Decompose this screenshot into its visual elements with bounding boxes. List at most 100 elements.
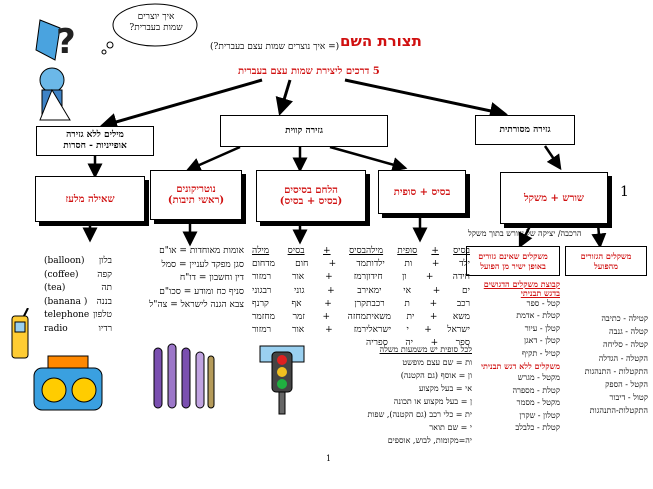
loan-box: שאילה מלעז: [35, 176, 145, 222]
suffix-meanings: לכל סופית יש משמעות משלה ות = שם עצם מופ…: [348, 343, 473, 447]
blend-box: הלחם בסיסים (בסיס + בסיס): [256, 170, 366, 222]
blend-cell: חום: [295, 259, 309, 270]
nonverbal-pattern: קטלת - אדמת: [516, 311, 560, 321]
blend-cell: רמזור: [252, 325, 272, 336]
suffix-cell: ית: [406, 312, 415, 323]
suffix-cell: ים: [462, 285, 470, 296]
thought-line-2: שמות בעברית?: [129, 23, 183, 33]
blend-cell: זמר: [292, 312, 305, 323]
verbal-pattern-list: קטילה - כתיבה קטלה - גנבה קטלה - סליחה ה…: [566, 312, 648, 418]
notarikon-line-1: נוטריקונים: [176, 184, 216, 195]
verbal-pattern: קטלה - סליחה: [603, 340, 648, 350]
suffix-cell: ישראל: [447, 325, 470, 336]
suffix-cell: חידה: [452, 272, 470, 283]
suffix-cell: ילד: [459, 259, 470, 270]
nonverbal-pattern: קטלת - מספרה: [512, 385, 560, 395]
phone-radio-illustration: [11, 308, 103, 411]
suffix-cell: ישראלי: [366, 325, 392, 336]
blend-cell: רמז: [353, 272, 366, 283]
thought-illustration: [35, 3, 198, 121]
suffix-meaning: ון = אוסף (גם הקטנה): [400, 371, 472, 380]
thought-line-1: איך יוצרים: [137, 12, 175, 22]
traffic-light-illustration: [259, 345, 305, 415]
nonverbal-group2-heading: משקלים ללא דגש תבניתי: [480, 361, 560, 372]
verbal-pattern: הקטל - הספק: [605, 380, 648, 390]
suffix-cell: י: [406, 325, 409, 336]
suffix-meaning: ן = בעל מקצוע או תכונה: [393, 397, 472, 406]
nonverbal-pattern-list: קבוצת משקלים הדגושים בדגש תבניתי קטל - ס…: [466, 280, 560, 434]
blend-header: בסיס: [287, 246, 305, 256]
loan-word-he: רדיו: [98, 323, 112, 334]
suffix-cell: משא: [452, 312, 470, 323]
blend-cell: רמזור: [252, 272, 272, 283]
loan-word-list: (balloon)בלון (coffee)קפה (tea)תה (banan…: [44, 255, 112, 336]
suffix-cell: רכב: [456, 298, 470, 309]
loan-word-en: (banana ): [44, 296, 88, 307]
suffix-meaning: יה=מקומות, לבוש, אוספים: [387, 436, 472, 445]
suffix-meaning: ות = שם עצם מופשט: [402, 358, 472, 367]
loan-word-he: טלפון: [93, 310, 112, 320]
verbal-pattern: קטלה - גנבה: [609, 327, 648, 337]
blend-cell: רב: [357, 285, 366, 296]
blend-cell: קרנף: [252, 298, 269, 309]
blend-header: מילה: [252, 246, 270, 256]
cutlery-illustration: [153, 343, 215, 409]
suffix-cell: ימאי: [366, 285, 382, 296]
suffix-cell: ילדות: [366, 259, 385, 270]
no-derivation-line-2: אופייניות - חסרות: [63, 141, 127, 151]
linear-derivation-box: גזירה קווית: [220, 115, 388, 147]
notarikon-item: אומות מאוחדות = או"ם: [159, 246, 244, 256]
suffix-meaning: י = שם תואר: [429, 423, 472, 432]
loan-word-row: (banana ) בננה: [44, 296, 112, 310]
nonverbal-pattern: קטלון - שקרן: [519, 410, 560, 420]
nonverbal-line-2: באופן ישיר מן הפועל: [480, 261, 546, 271]
blend-cell: אף: [291, 298, 302, 309]
loan-word-row: (balloon)בלון: [44, 255, 112, 269]
blend-cell: קרן: [354, 298, 366, 309]
notarikon-item: סגן מפקד לעניין = סמל: [161, 259, 244, 270]
nonverbal-line-1: משקלים שאינם גזורים: [478, 251, 548, 261]
notarikon-item: סניף כח ומודע = סכו"ם: [159, 286, 244, 297]
verbal-patterns-box: משקלים הגזורים מהפועל: [565, 246, 647, 276]
suffix-cell: יה: [405, 338, 413, 349]
verbal-pattern: התקטלות-התנהגות: [589, 406, 648, 416]
suffix-header: מילה: [366, 246, 384, 256]
no-derivation-box: מילים ללא גזירה אופייניות - חסרות: [36, 126, 154, 156]
verbal-pattern: התקטלות - התנהגות: [584, 366, 648, 376]
nonverbal-pattern: קטלן - עיור: [524, 323, 560, 333]
blend-cell: מחזמר: [252, 312, 275, 323]
five-ways-heading: 5 דרכים ליצירת שמות עצם בעברית: [238, 66, 380, 77]
loan-word-en: (tea): [44, 283, 66, 293]
blend-line-1: הלחם בסיסים: [284, 185, 338, 196]
suffix-cell: ספר: [455, 338, 470, 349]
blend-cell: רמז: [353, 325, 366, 336]
loan-word-en: (balloon): [44, 256, 85, 266]
blend-cell: מדחום: [252, 259, 275, 270]
notarikon-box: נוטריקונים (ראשי תיבות): [150, 170, 242, 220]
page-number: 1: [326, 454, 332, 463]
nonverbal-pattern: קטלת - כלבלב: [515, 423, 560, 433]
blend-cell: גוני: [293, 285, 305, 296]
suffix-cell: חידון: [366, 272, 383, 283]
combination-note: הרכבה/ יציקה של שורש בתוך משקל: [468, 229, 582, 238]
blend-cell: מד: [356, 259, 366, 270]
page-title: תצורת השם: [340, 32, 422, 50]
suffix-cell: רכבת: [366, 298, 385, 309]
blend-cell: מחזה: [347, 312, 366, 323]
loan-word-he: בננה: [96, 296, 112, 307]
blend-cell: אור: [292, 325, 305, 336]
loan-word-en: radio: [44, 323, 68, 334]
